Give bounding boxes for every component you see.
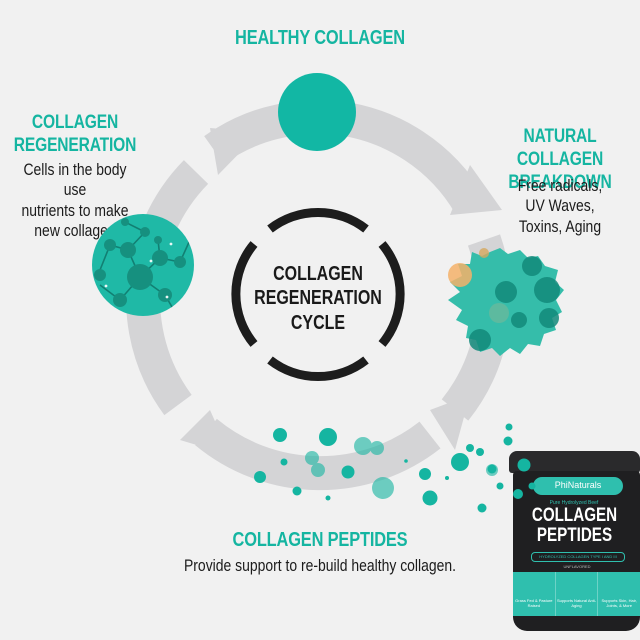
center-title-line-1: COLLAGEN	[273, 263, 363, 285]
stage-peptides-heading: COLLAGEN PEPTIDES	[232, 529, 408, 551]
product-flavor: UNFLAVORED	[563, 564, 591, 569]
product-subtitle: Pure Hydrolyzed Beef	[549, 500, 599, 506]
heading-line: COLLAGEN	[31, 112, 119, 133]
product-name-line: COLLAGEN	[531, 505, 618, 526]
description-line: UV Waves,	[525, 196, 595, 216]
jar-lid	[509, 451, 640, 473]
center-title-line-3: CYCLE	[290, 311, 346, 334]
heading-line: NATURAL COLLAGEN	[516, 126, 604, 170]
description-line: Toxins, Aging	[518, 216, 602, 236]
stage-regeneration-heading: COLLAGEN REGENERATION	[14, 112, 137, 158]
stage-breakdown-description: Free radicals, UV Waves, Toxins, Aging	[503, 176, 618, 237]
cycle-center-title: COLLAGEN REGENERATION CYCLE	[238, 262, 398, 335]
badge-anti-aging: Supports Natural Anti-Aging	[554, 572, 598, 616]
description-line: nutrients to make	[21, 200, 129, 220]
brand-label: PhiNaturals	[533, 477, 623, 495]
badge-grass-fed: Grass Fed & Pasture Raised	[515, 598, 553, 608]
product-tagline: HYDROLYZED COLLAGEN TYPE I AND III	[531, 552, 625, 562]
product-jar: PhiNaturals Pure Hydrolyzed Beef COLLAGE…	[509, 451, 640, 631]
description-line: Cells in the body use	[23, 160, 127, 200]
stage-regeneration-description: Cells in the body use nutrients to make …	[14, 160, 137, 242]
badge-band: Grass Fed & Pasture Raised Supports Natu…	[513, 572, 640, 616]
product-name: COLLAGEN PEPTIDES	[522, 506, 627, 546]
heading-line: BREAKDOWN	[508, 171, 612, 193]
brand-name: PhiNaturals	[554, 480, 602, 490]
description-line: new collagen	[34, 221, 116, 241]
heading-line: REGENERATION	[13, 134, 137, 156]
badge-skin-hair: Supports Skin, Hair, Joints, & More	[597, 572, 640, 616]
description-line: Free radicals,	[517, 176, 603, 195]
stage-breakdown-heading: NATURAL COLLAGEN BREAKDOWN	[486, 126, 634, 194]
product-name-line: PEPTIDES	[536, 524, 613, 546]
stage-peptides-description: Provide support to re-build healthy coll…	[183, 556, 456, 575]
center-title-line-2: REGENERATION	[254, 287, 382, 310]
stage-healthy-collagen-heading: HEALTHY COLLAGEN	[235, 27, 405, 49]
